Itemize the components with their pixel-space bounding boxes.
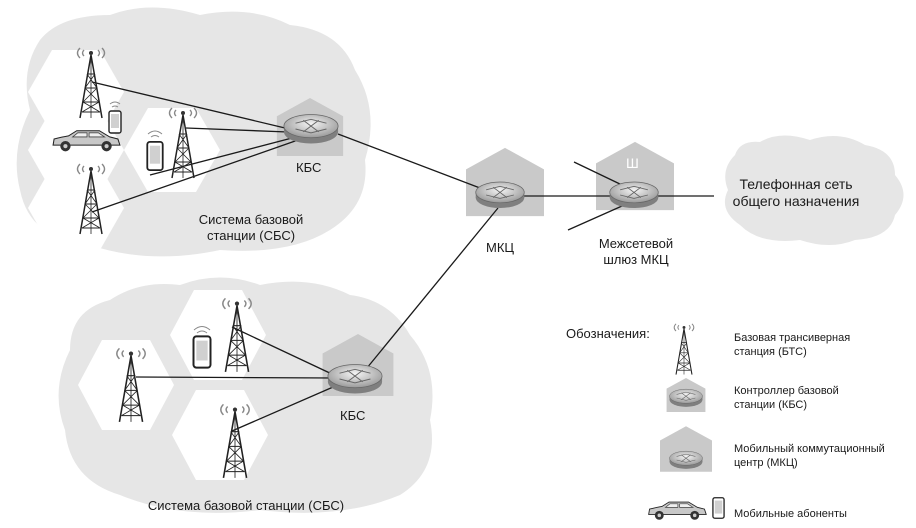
bss-bottom-label: Система базовой станции (СБС) bbox=[147, 498, 345, 513]
gateway-mark: Ш bbox=[626, 155, 639, 171]
phone-bottom bbox=[192, 335, 212, 369]
legend-bts-icon bbox=[673, 323, 695, 376]
legend-bsc-line2: станции (КБС) bbox=[734, 399, 808, 411]
legend-bsc-line1: Контроллер базовой bbox=[734, 385, 839, 397]
pstn-label-2: общего назначения bbox=[732, 193, 860, 209]
bsc-bottom-label: КБС bbox=[340, 408, 366, 423]
pstn-cloud bbox=[724, 135, 904, 245]
legend-bsc-router-icon bbox=[669, 388, 703, 408]
phone-top-1 bbox=[108, 110, 122, 134]
legend-bts-line1: Базовая трансиверная bbox=[734, 332, 851, 344]
pstn-label-1: Телефонная сеть bbox=[739, 176, 853, 192]
gateway-label-1: Межсетевой bbox=[598, 236, 674, 251]
bsc-top-label: КБС bbox=[296, 160, 322, 175]
phone-top-2 bbox=[146, 140, 164, 172]
legend-car-icon bbox=[648, 501, 707, 521]
hex-cell-group-top bbox=[28, 50, 220, 250]
legend-mobile: Мобильные абоненты bbox=[734, 508, 847, 520]
legend-title: Обозначения: bbox=[566, 326, 650, 341]
gateway-router bbox=[609, 181, 659, 209]
bsc-bottom-router bbox=[327, 364, 383, 394]
msc-label: МКЦ bbox=[486, 240, 515, 255]
legend-msc-router-icon bbox=[669, 450, 703, 470]
msc-router bbox=[475, 181, 525, 209]
bss-top-label-1: Система базовой bbox=[198, 212, 304, 227]
links bbox=[91, 81, 714, 432]
legend-bts-line2: станция (БТС) bbox=[734, 346, 807, 358]
legend-msc-line2: центр (МКЦ) bbox=[734, 457, 798, 469]
legend-msc-line1: Мобильный коммутационный bbox=[734, 443, 885, 455]
bss-top-label-2: станции (СБС) bbox=[206, 228, 296, 243]
bsc-top-router bbox=[283, 114, 339, 144]
gateway-label-2: шлюз МКЦ bbox=[603, 252, 669, 267]
legend-phone-icon bbox=[712, 497, 725, 519]
